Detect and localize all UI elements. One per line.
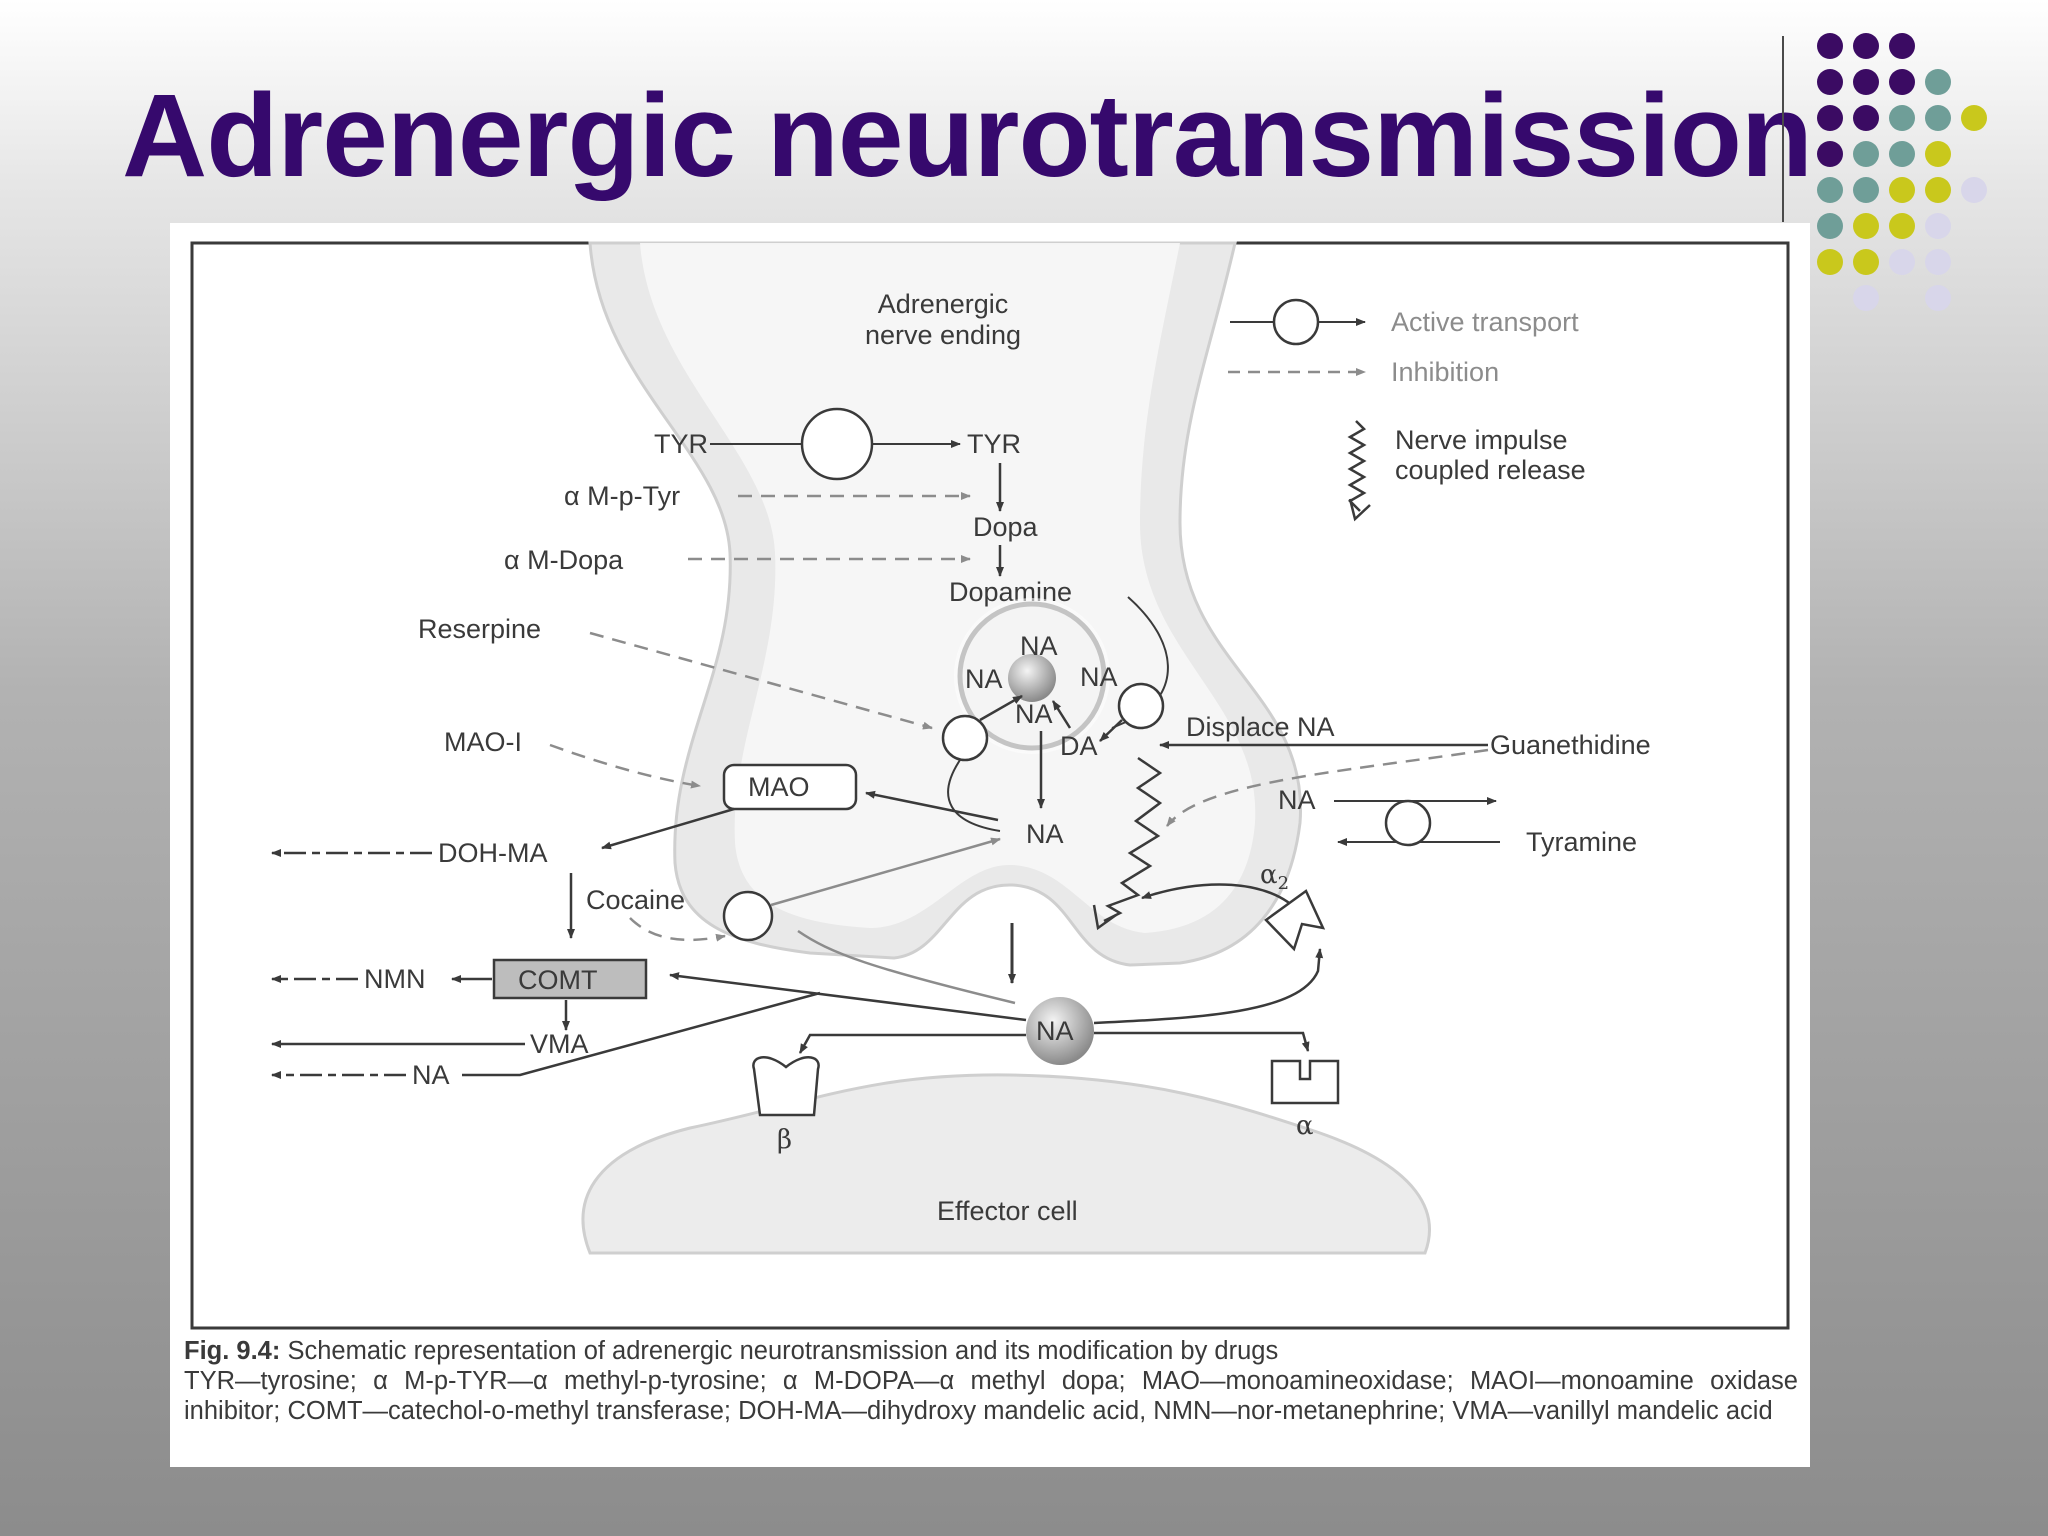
decor-dot: [1925, 249, 1951, 275]
label-vma: VMA: [530, 1029, 589, 1059]
caption-line-1: Fig. 9.4: Schematic representation of ad…: [184, 1336, 1798, 1366]
decor-dot: [1925, 285, 1951, 311]
na-granule-sphere: [1008, 654, 1056, 702]
label-na-vesicle-center: NA: [1015, 699, 1053, 729]
title-divider: [1782, 36, 1784, 222]
reuptake-transporter: [722, 890, 774, 942]
alpha-receptor: [1270, 1059, 1340, 1105]
decor-dot: [1817, 69, 1843, 95]
label-na-vesicle-top: NA: [1020, 631, 1058, 661]
label-alpha: α: [1296, 1111, 1314, 1141]
decor-dot: [1925, 69, 1951, 95]
decor-dot: [1817, 33, 1843, 59]
label-comt: COMT: [518, 965, 597, 995]
decor-dot: [1889, 69, 1915, 95]
decor-dot: [1889, 141, 1915, 167]
legend-active-transport: Active transport: [1391, 307, 1579, 337]
decorative-dot-grid: [1817, 33, 1987, 311]
label-da: DA: [1060, 731, 1098, 761]
label-alpha2: α2: [1260, 860, 1289, 894]
decor-dot: [1961, 177, 1987, 203]
decor-dot: [1817, 249, 1843, 275]
decor-dot: [1889, 177, 1915, 203]
label-dopa: Dopa: [973, 512, 1039, 542]
decor-dot: [1853, 285, 1879, 311]
decor-dot: [1853, 141, 1879, 167]
decor-dot: [1925, 105, 1951, 131]
tyr-transporter: [800, 407, 874, 481]
nerve-ending-inner: [640, 243, 1256, 933]
label-alpha-m-dopa: α M-Dopa: [504, 545, 624, 575]
label-tyramine: Tyramine: [1526, 827, 1637, 857]
decor-dot: [1853, 249, 1879, 275]
decor-dot: [1925, 213, 1951, 239]
decor-dot: [1889, 33, 1915, 59]
caption-fig-number: Fig. 9.4:: [184, 1337, 281, 1365]
effector-cell-shape: [581, 1073, 1431, 1255]
figure-caption: Fig. 9.4: Schematic representation of ad…: [184, 1336, 1798, 1426]
decor-dot: [1817, 213, 1843, 239]
decor-dot: [1853, 33, 1879, 59]
effector-cell-label: Effector cell: [937, 1196, 1078, 1226]
label-nmn: NMN: [364, 964, 426, 994]
legend-nerve-impulse-line1: Nerve impulse: [1395, 425, 1568, 455]
decor-dot: [1817, 105, 1843, 131]
label-tyr-outside: TYR: [654, 429, 708, 459]
beta-receptor: [752, 1056, 820, 1117]
caption-abbreviations: TYR—tyrosine; α M-p-TYR—α methyl-p-tyros…: [184, 1367, 1798, 1425]
label-na-cleft: NA: [1036, 1016, 1074, 1046]
decor-dot: [1925, 177, 1951, 203]
label-mao-i: MAO-I: [444, 727, 522, 757]
tyramine-transporter: [1384, 799, 1432, 847]
label-mao: MAO: [748, 772, 810, 802]
mao-box: [722, 763, 858, 811]
slide-title: Adrenergic neurotransmission: [122, 70, 1813, 202]
label-na-cytoplasm: NA: [1026, 819, 1064, 849]
caption-title: Schematic representation of adrenergic n…: [287, 1337, 1279, 1365]
label-na-right: NA: [1278, 785, 1316, 815]
neurotransmission-diagram: Effector cell Adrenergic nerve ending Ac…: [190, 241, 1790, 1330]
label-na-vesicle-right: NA: [1080, 662, 1118, 692]
label-displace-na: Displace NA: [1186, 712, 1335, 742]
decor-dot: [1817, 177, 1843, 203]
legend: Active transport Inhibition Nerve impuls…: [1228, 298, 1586, 522]
comt-box: [492, 958, 648, 1000]
label-beta: β: [777, 1125, 792, 1155]
decor-dot: [1961, 105, 1987, 131]
nerve-ending-label-line1: Adrenergic: [878, 289, 1009, 319]
label-reserpine: Reserpine: [418, 614, 541, 644]
label-alpha-m-p-tyr: α M-p-Tyr: [564, 481, 680, 511]
na-cleft-sphere: [1026, 997, 1094, 1065]
label-guanethidine: Guanethidine: [1490, 730, 1651, 760]
decor-dot: [1817, 141, 1843, 167]
label-tyr-inside: TYR: [967, 429, 1021, 459]
decor-dot: [1853, 177, 1879, 203]
decor-dot: [1853, 69, 1879, 95]
decor-dot: [1889, 249, 1915, 275]
legend-nerve-impulse-line2: coupled release: [1395, 455, 1586, 485]
decor-dot: [1925, 141, 1951, 167]
decor-dot: [1853, 105, 1879, 131]
decor-dot: [1889, 213, 1915, 239]
nerve-ending-label-line2: nerve ending: [865, 320, 1021, 350]
label-na-out: NA: [412, 1060, 450, 1090]
label-cocaine: Cocaine: [586, 885, 685, 915]
vesicle-transporter-right: [1117, 682, 1165, 730]
label-doh-ma: DOH-MA: [438, 838, 548, 868]
legend-transporter-circle: [1272, 298, 1320, 346]
vesicle-transporter-left: [941, 714, 989, 762]
decor-dot: [1853, 213, 1879, 239]
figure-panel: Effector cell Adrenergic nerve ending Ac…: [170, 223, 1810, 1467]
alpha2-receptor: [1264, 889, 1326, 952]
legend-inhibition: Inhibition: [1391, 357, 1499, 387]
decor-dot: [1889, 105, 1915, 131]
label-na-vesicle-left: NA: [965, 664, 1003, 694]
